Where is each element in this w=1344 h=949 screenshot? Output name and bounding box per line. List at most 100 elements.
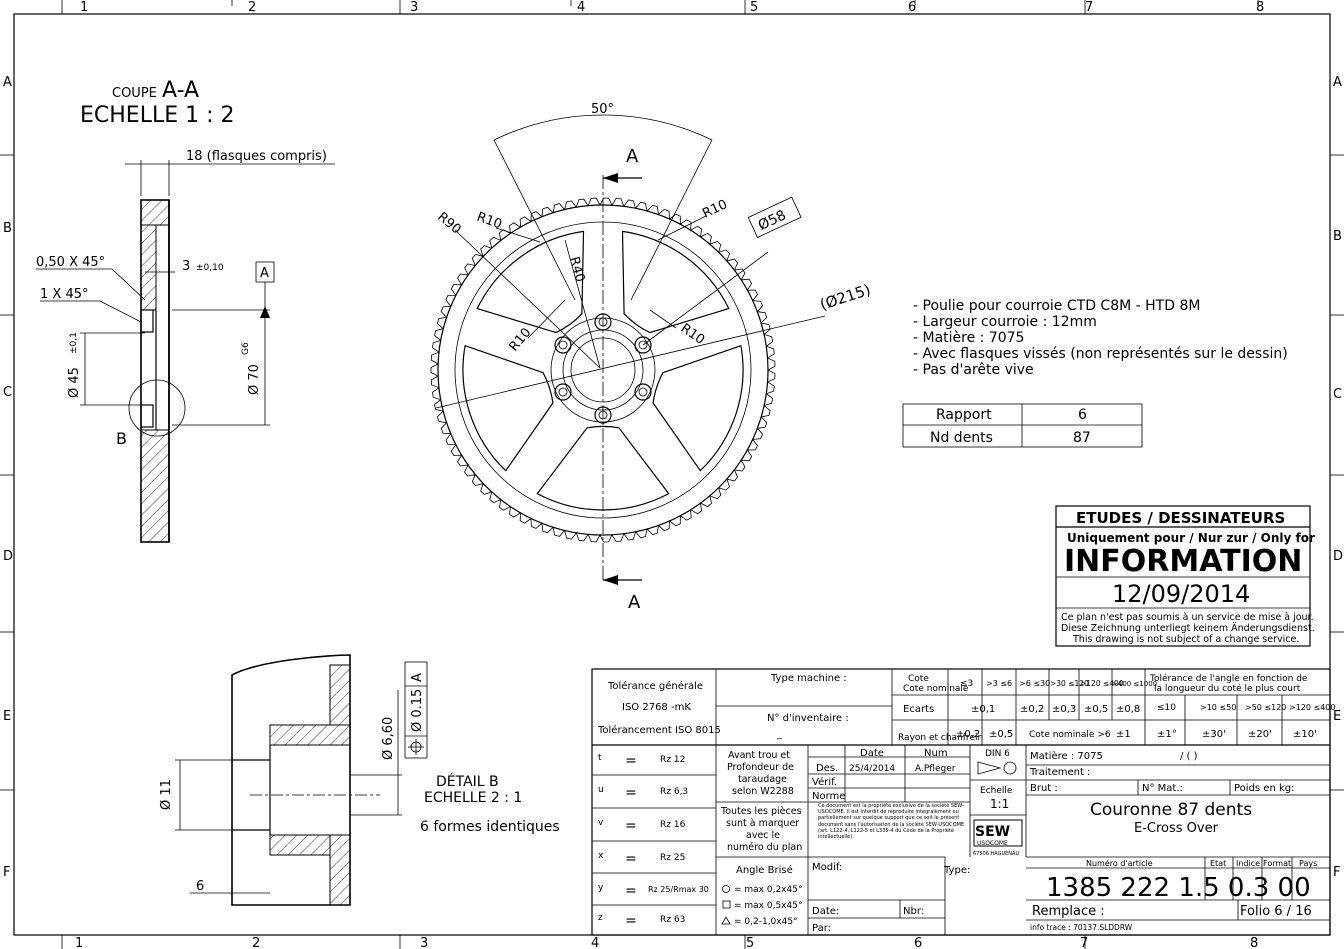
note-line: - Pas d'arête vive: [913, 362, 1034, 378]
detail-title: DÉTAIL B: [436, 773, 499, 790]
avant-trou: Avant trou et: [728, 750, 790, 761]
surface-finish-list: t = Rz 12 u = Rz 6,3 v = Rz 16 x = Rz 25…: [592, 753, 716, 929]
radius-r40: R40: [566, 255, 587, 284]
chamfer-label-1: 0,50 X 45°: [36, 255, 105, 270]
pays-label: Pays: [1299, 859, 1317, 868]
surface-value: Rz 25/Rmax 30: [648, 885, 709, 894]
avant-trou-3: taraudage: [738, 774, 787, 785]
section-name: A-A: [162, 78, 199, 103]
section-letter-bottom: A: [628, 592, 641, 613]
col-label: 1: [75, 936, 83, 949]
surface-value: Rz 12: [660, 755, 685, 765]
angle-value: ±10': [1293, 729, 1317, 740]
angle-50: 50°: [591, 102, 614, 117]
type-label: Type:: [943, 865, 970, 876]
indice-label: Indice: [1236, 859, 1260, 868]
surface-value: Rz 16: [660, 820, 686, 830]
dim-dia70-tol: G6: [241, 342, 251, 355]
svg-text:=: =: [625, 851, 637, 867]
par-label: Par:: [812, 923, 831, 934]
angle-brise-val: = max 0,2x45°: [734, 885, 802, 895]
title-block: Tolérance générale ISO 2768 -mK Toléranc…: [591, 668, 1336, 936]
sew-logo-sub: USOCOME: [977, 840, 1008, 847]
note-line: - Avec flasques vissés (non représentés …: [913, 346, 1288, 362]
dim-dia70: Ø 70: [247, 364, 262, 395]
note-line: - Poulie pour courroie CTD C8M - HTD 8M: [913, 298, 1200, 314]
dim-dia660: Ø 6,60: [381, 717, 396, 760]
row-label: A: [3, 75, 12, 90]
svg-text:=: =: [625, 913, 637, 929]
traitement: Traitement :: [1029, 767, 1090, 778]
detail-note: 6 formes identiques: [420, 819, 560, 835]
inventaire-value: _: [776, 729, 783, 740]
din-label: DIN 6: [985, 749, 1010, 759]
verif-label: Vérif.: [812, 776, 837, 788]
avant-trou-4: selon W2288: [732, 786, 794, 797]
note-line: - Matière : 7075: [913, 330, 1024, 346]
col-label: 5: [746, 936, 754, 949]
haguenau: 67506 HAGUENAU: [973, 851, 1019, 857]
col-label: 4: [591, 936, 599, 949]
stamp-note: Diese Zeichnung unterliegt keinem Änderu…: [1061, 623, 1315, 634]
remplace: Remplace :: [1032, 904, 1105, 919]
frame-labels: 1 2 3 4 5 6 7 8 1 2 3 4 5 6 7 8 A B C D …: [3, 0, 1343, 949]
angle-value: ±30': [1202, 729, 1226, 740]
section-view: COUPE A-A ECHELLE 1 : 2 18 (flasques com…: [36, 78, 335, 543]
matiere-extra: / ( ): [1180, 751, 1198, 762]
dim-3: 3: [182, 259, 190, 274]
row-label: A: [1333, 75, 1342, 90]
dim-dia45-tol: ±0,1: [69, 332, 79, 354]
col-label: 4: [577, 0, 585, 15]
stamp-line1: Uniquement pour / Nur zur / Only for: [1067, 531, 1315, 545]
ecart-value: ±0,1: [971, 704, 995, 715]
range: >30 ≤120: [1050, 679, 1089, 688]
spoke-pocket: [621, 230, 730, 334]
stamp-date: 12/09/2014: [1112, 580, 1250, 608]
col-label: 5: [750, 0, 758, 15]
surface-letter: t: [598, 753, 602, 763]
row-label: C: [1333, 387, 1342, 402]
angle-brise-val: = 0,2-1,0x45°: [734, 917, 798, 927]
gear-teeth: [430, 197, 776, 543]
col-label: 8: [1250, 936, 1258, 949]
row-label: F: [3, 865, 10, 880]
svg-text:=: =: [625, 883, 637, 899]
svg-text:=: =: [625, 753, 637, 769]
part-number: 1385 222 1.5 0.3 00: [1046, 873, 1311, 903]
angle-range: >120 ≤400: [1289, 703, 1336, 712]
rayon-value: Cote nominale >6: [1029, 730, 1111, 740]
dim-3-tol: ±0,10: [196, 263, 224, 273]
rayon-value: ±0,2: [956, 729, 980, 740]
front-view: A A 50° R90 R10 R40 R10 R10 R10 Ø58 (Ø21…: [430, 102, 873, 613]
stamp-note: This drawing is not subject of a change …: [1072, 634, 1299, 645]
date-value: 25/4/2014: [849, 764, 895, 774]
note-line: - Largeur courroie : 12mm: [913, 314, 1097, 330]
svg-text:=: =: [625, 785, 637, 801]
col-label: 1: [80, 0, 88, 15]
date2-label: Date:: [812, 906, 839, 917]
dim-dia11: Ø 11: [159, 779, 174, 810]
radius-r10-lower: R10: [678, 321, 708, 348]
angle-title: Tolérance de l'angle en fonction de: [1149, 673, 1308, 684]
nbr-label: Nbr:: [903, 906, 924, 917]
col-label: 6: [914, 936, 922, 949]
ratio-label: Rapport: [936, 407, 992, 423]
angle-range: >10 ≤50: [1200, 703, 1236, 712]
author: A.Pfleger: [915, 764, 956, 774]
toutes-pieces-2: sunt à marquer: [726, 818, 799, 829]
col-label: 7: [1085, 0, 1093, 15]
matiere: Matière : 7075: [1030, 750, 1103, 762]
etat-label: Etat: [1210, 859, 1226, 868]
spoke-pocket: [462, 345, 554, 472]
radius-r10-right: R10: [700, 197, 730, 221]
tol-datum: A: [410, 673, 425, 682]
copyright-note: Ce document est la propriété exclusive d…: [818, 803, 965, 841]
rayon-label: Rayon et chanfrein: [898, 733, 983, 743]
surface-letter: y: [598, 883, 604, 893]
col-label: 3: [420, 936, 428, 949]
radius-r90: R90: [434, 210, 463, 238]
toutes-pieces-4: numéro du plan: [727, 842, 802, 853]
information-stamp: ETUDES / DESSINATEURS Uniquement pour / …: [1055, 505, 1315, 647]
row-label: C: [3, 385, 12, 400]
ecart-value: ±0,3: [1052, 704, 1076, 715]
